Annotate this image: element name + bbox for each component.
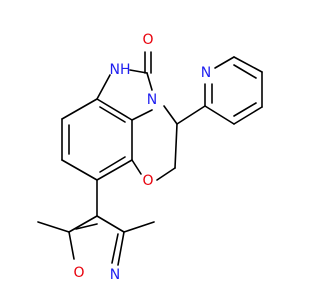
bond <box>174 123 178 169</box>
isoxazole-nitrogen-label: N <box>110 267 120 283</box>
bond <box>37 221 70 233</box>
bond <box>99 106 126 123</box>
bond <box>68 215 98 233</box>
molecule-structure: NH O N N O O N <box>37 32 263 283</box>
bond <box>131 109 153 121</box>
bond <box>233 106 263 125</box>
bond <box>156 167 176 181</box>
bond <box>163 105 178 125</box>
bond <box>146 72 153 91</box>
ring-nitrogen-label: N <box>147 92 157 108</box>
bond <box>131 159 142 175</box>
atom-label-layer: NH O N N O O N <box>73 32 211 283</box>
carbonyl-oxygen-label: O <box>142 32 153 48</box>
pyridine-nitrogen-label: N <box>201 65 211 81</box>
bond <box>96 98 133 121</box>
bond <box>129 69 148 74</box>
ether-oxygen-label: O <box>142 173 153 189</box>
bond <box>204 105 235 125</box>
bond <box>61 98 98 120</box>
bond <box>96 215 125 233</box>
bond <box>96 74 111 100</box>
bond <box>61 159 98 181</box>
bond <box>214 56 235 69</box>
nh-atom-label: NH <box>110 62 131 78</box>
bond <box>96 159 133 181</box>
bond <box>123 221 155 233</box>
bond <box>176 105 206 125</box>
bond <box>233 102 257 117</box>
bond-layer <box>37 51 263 266</box>
isoxazole-oxygen-label: O <box>73 265 84 281</box>
bond <box>117 231 125 266</box>
bond <box>99 156 126 173</box>
bond <box>75 223 98 230</box>
bond <box>111 233 119 264</box>
bond <box>68 231 75 260</box>
bond <box>233 56 263 73</box>
bond <box>233 64 257 79</box>
